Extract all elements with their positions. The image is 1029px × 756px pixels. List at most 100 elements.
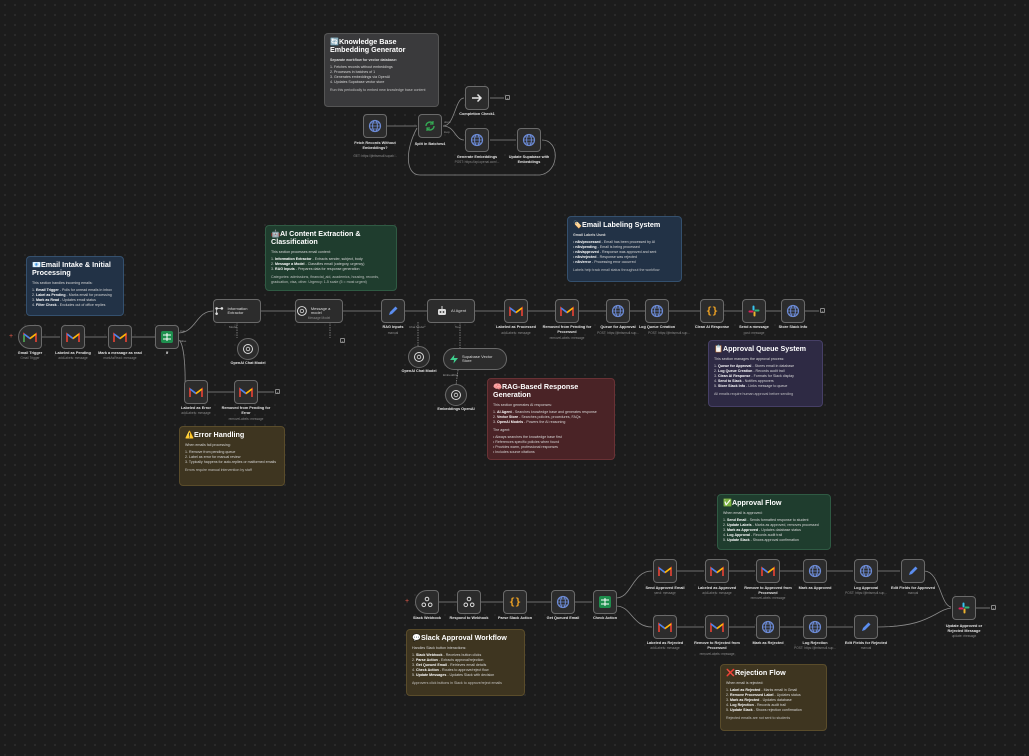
speech-emoji-icon: 💬 xyxy=(412,633,421,642)
node-get-queued-email-label: Get Queued Email xyxy=(546,616,580,620)
node-labeled-processed[interactable] xyxy=(504,299,528,323)
note-email-labeling[interactable]: 🏷️Email Labeling System Gmail Labels Use… xyxy=(567,216,682,282)
note-rejection-flow[interactable]: ❌Rejection Flow When email is rejected: … xyxy=(720,664,827,731)
extractor-icon xyxy=(215,307,224,315)
note-email-intake[interactable]: 📧Email Intake & Initial Processing This … xyxy=(26,256,124,316)
node-rag-inputs[interactable] xyxy=(381,299,405,323)
note-rag-response[interactable]: 🧠RAG-Based Response Generation This sect… xyxy=(487,378,615,460)
note-error-handling[interactable]: ⚠️Error Handling When emails fail proces… xyxy=(179,426,285,486)
add-node-button[interactable]: + xyxy=(820,308,825,314)
node-remove-rejected-processed[interactable] xyxy=(705,615,729,639)
cross-emoji-icon: ❌ xyxy=(726,668,735,677)
node-mark-read-sub: markAsRead: message xyxy=(103,356,137,360)
slack-icon xyxy=(748,305,760,317)
node-labeled-approved[interactable] xyxy=(705,559,729,583)
gmail-icon xyxy=(710,565,724,576)
node-log-approval-sub: POST: https://jfmtsmsdl.sup... xyxy=(845,591,887,595)
node-labeled-error[interactable] xyxy=(184,380,208,404)
node-send-approved-email-label: Send Approved Email xyxy=(645,586,685,590)
node-slack-webhook[interactable] xyxy=(415,590,439,614)
node-mark-rejected[interactable] xyxy=(756,615,780,639)
node-remove-approved-processed[interactable] xyxy=(756,559,780,583)
gmail-icon xyxy=(66,331,80,342)
extractor-model-port: Model xyxy=(229,325,238,329)
node-parse-slack-action[interactable]: {} xyxy=(503,590,527,614)
node-mark-rejected-label: Mark as Rejected xyxy=(752,641,784,645)
add-node-button[interactable]: + xyxy=(340,338,345,344)
node-generate-embeddings[interactable] xyxy=(465,128,489,152)
add-node-button[interactable]: + xyxy=(991,605,996,611)
node-respond-webhook[interactable] xyxy=(457,590,481,614)
note-knowledge-base[interactable]: 🔄Knowledge Base Embedding Generator Sepa… xyxy=(324,33,439,107)
node-removed-pending-error[interactable] xyxy=(234,380,258,404)
node-message-model[interactable]: Message a model xyxy=(295,299,343,323)
node-labeled-pending[interactable] xyxy=(61,325,85,349)
split-loop-output: loop xyxy=(444,130,450,134)
node-clean-ai-response[interactable]: {} xyxy=(700,299,724,323)
vector-embedding-port: Embedding xyxy=(443,373,459,377)
node-mark-approved-label: Mark as Approved xyxy=(798,586,832,590)
node-remove-rejected-processed-sub: removeLabels: message xyxy=(699,652,735,656)
node-if[interactable] xyxy=(155,325,179,349)
node-removed-pending-processed[interactable] xyxy=(555,299,579,323)
node-split-batches[interactable] xyxy=(418,114,442,138)
node-log-rejection-sub: POST: https://jfmtsmsdl.sup... xyxy=(794,646,836,650)
node-generate-embeddings-label: Generate Embeddings xyxy=(456,155,498,159)
node-labeled-pending-sub: addLabels: message xyxy=(58,356,88,360)
supabase-icon xyxy=(450,354,458,364)
node-labeled-pending-label: Labeled as Pending xyxy=(55,351,91,355)
node-labeled-rejected[interactable] xyxy=(653,615,677,639)
add-node-button[interactable]: + xyxy=(505,95,510,101)
add-node-button[interactable]: + xyxy=(275,389,280,395)
node-embeddings-openai[interactable] xyxy=(445,384,467,406)
node-queue-approval[interactable] xyxy=(606,299,630,323)
node-labeled-approved-sub: addLabels: message xyxy=(702,591,732,595)
node-get-queued-email[interactable] xyxy=(551,590,575,614)
node-message-model-label: Message a model xyxy=(310,305,331,315)
globe-icon xyxy=(611,304,625,318)
node-send-slack-message[interactable] xyxy=(742,299,766,323)
branch-icon xyxy=(599,596,611,608)
node-gmail-trigger[interactable] xyxy=(18,325,42,349)
node-ai-agent[interactable]: AI Agent xyxy=(427,299,475,323)
node-labeled-error-label: Labeled as Error xyxy=(181,406,211,410)
node-log-queue[interactable] xyxy=(645,299,669,323)
gmail-icon xyxy=(658,621,672,632)
node-supabase-vector-store-label: Supabase Vector Store xyxy=(462,353,493,363)
node-openai-chat-model-1[interactable] xyxy=(237,338,259,360)
node-send-approved-email[interactable] xyxy=(653,559,677,583)
note-slack-approval[interactable]: 💬Slack Approval Workflow Handles Slack b… xyxy=(406,629,525,696)
node-update-slack-message[interactable] xyxy=(952,596,976,620)
add-trigger-button[interactable]: + xyxy=(9,333,14,340)
note-approval-queue[interactable]: 📋Approval Queue System This section mana… xyxy=(708,340,823,407)
pencil-icon xyxy=(862,622,871,631)
node-slack-webhook-label: Slack Webhook xyxy=(413,616,441,620)
node-fetch-records-sub: GET: https://jfmtsmsdl.supab... xyxy=(353,154,397,158)
node-log-approval[interactable] xyxy=(854,559,878,583)
node-log-rejection[interactable] xyxy=(803,615,827,639)
gmail-icon xyxy=(239,386,253,397)
note-ai-extraction[interactable]: 🤖AI Content Extraction & Classification … xyxy=(265,225,397,291)
gmail-icon xyxy=(509,305,523,316)
slack-icon xyxy=(958,602,970,614)
node-completion-check[interactable] xyxy=(465,86,489,110)
clipboard-emoji-icon: 📋 xyxy=(714,344,723,353)
node-mark-read[interactable] xyxy=(108,325,132,349)
node-edit-fields-approved[interactable] xyxy=(901,559,925,583)
node-gmail-trigger-sub: Gmail Trigger xyxy=(20,356,40,360)
node-check-action[interactable] xyxy=(593,590,617,614)
robot-icon xyxy=(437,306,446,315)
agent-tool-port: Tool xyxy=(455,325,461,329)
note-approval-flow[interactable]: ✅Approval Flow When email is approved: 1… xyxy=(717,494,831,550)
node-mark-approved[interactable] xyxy=(803,559,827,583)
node-edit-fields-rejected[interactable] xyxy=(854,615,878,639)
node-information-extractor[interactable]: Information Extractor xyxy=(213,299,261,323)
node-update-supabase[interactable] xyxy=(517,128,541,152)
add-trigger-button[interactable]: + xyxy=(405,598,410,605)
node-information-extractor-label: Information Extractor xyxy=(227,305,248,315)
node-store-slack-info[interactable] xyxy=(781,299,805,323)
node-fetch-records[interactable] xyxy=(363,114,387,138)
node-openai-chat-model-2[interactable] xyxy=(408,346,430,368)
node-supabase-vector-store[interactable]: Supabase Vector Store xyxy=(443,348,507,370)
